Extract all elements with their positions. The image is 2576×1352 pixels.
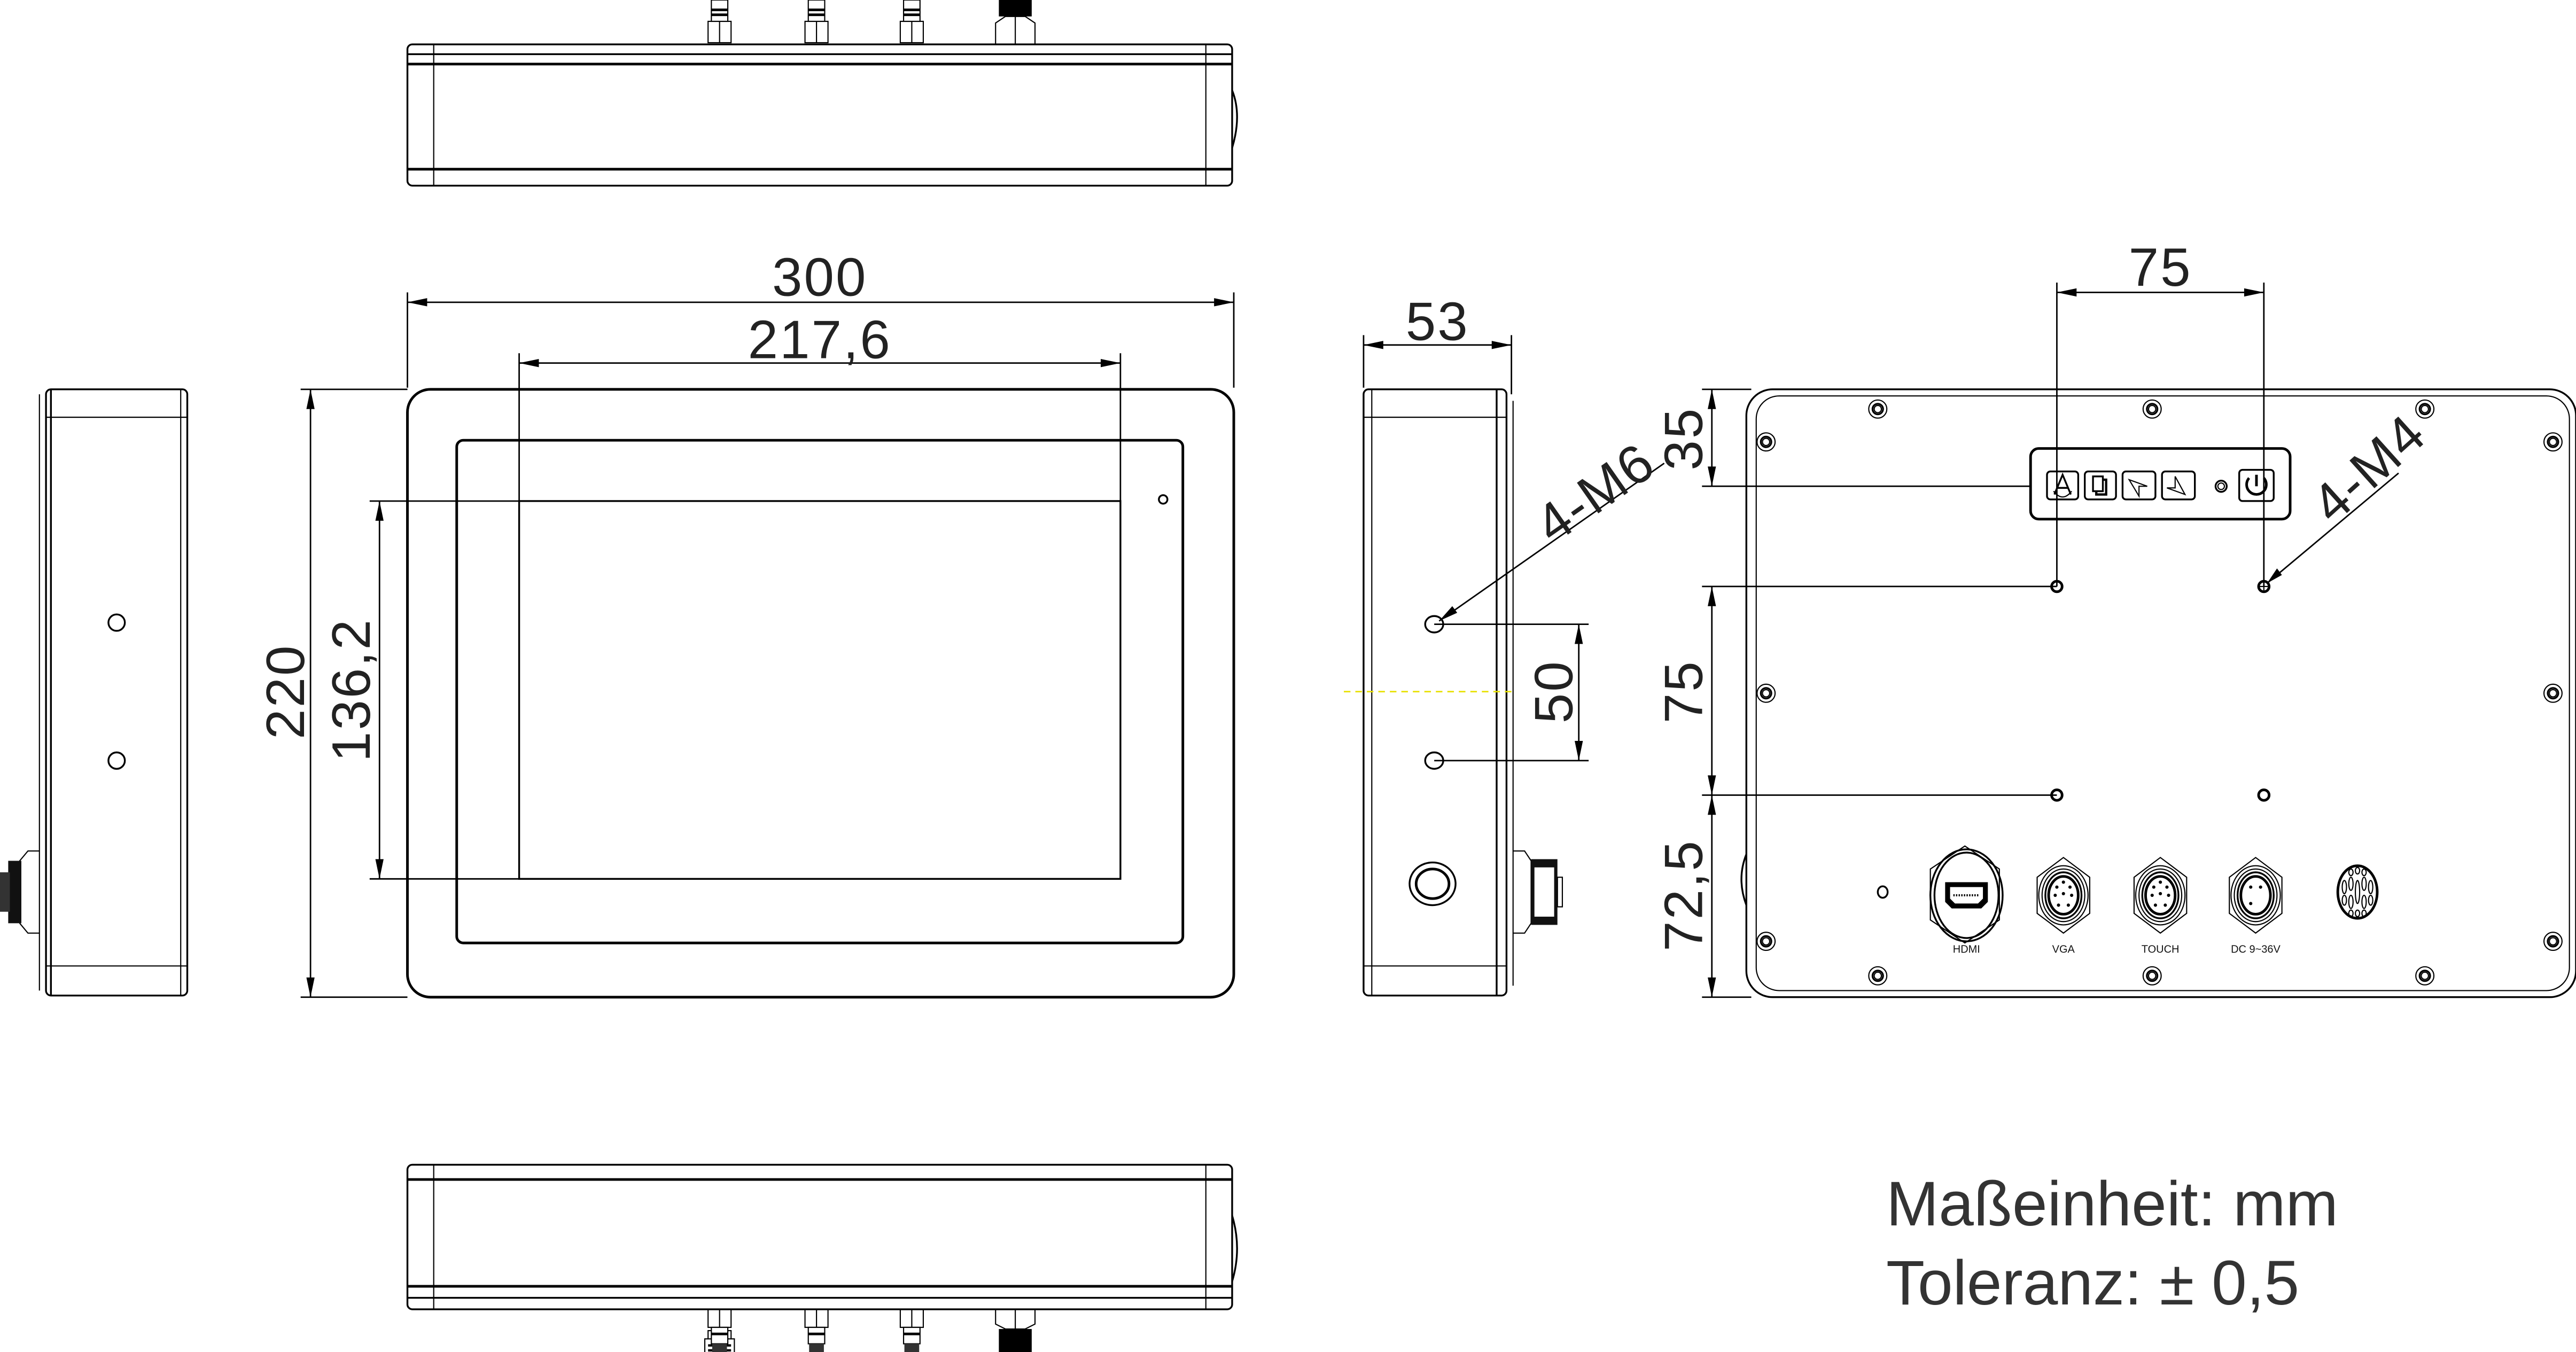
right-side-view <box>1344 388 1563 997</box>
dim-217-6: 217,6 <box>748 309 892 370</box>
osd-left-button[interactable] <box>2121 470 2157 501</box>
dim-50: 50 <box>1523 660 1584 723</box>
dimension-bottom-offset: 72,5 <box>1653 795 1752 998</box>
callout-4-m6: 4-M6 <box>1438 431 1666 622</box>
menu-icon <box>2092 475 2104 493</box>
dimension-overall-height: 220 <box>255 388 408 998</box>
label-4-m6: 4-M6 <box>1524 431 1666 555</box>
callout-4-m4: 4-M4 <box>2267 402 2438 584</box>
vga-connector <box>2036 856 2090 934</box>
vesa-hole <box>2257 788 2271 802</box>
legend: Maßeinheit: mm Toleranz: ± 0,5 <box>1886 1165 2338 1323</box>
label-vga: VGA <box>2052 944 2075 956</box>
touch-connector <box>2133 856 2188 934</box>
rear-view <box>1740 388 2576 998</box>
left-side-view <box>0 388 189 997</box>
dimension-side-hole-spacing: 50 <box>1434 623 1589 762</box>
dim-35: 35 <box>1653 407 1714 471</box>
osd-menu-button[interactable] <box>2083 470 2117 501</box>
osd-right-button[interactable] <box>2161 470 2196 501</box>
dimension-vesa-horizontal: 75 <box>2056 237 2265 587</box>
label-touch: TOUCH <box>2142 944 2180 956</box>
label-hdmi: HDMI <box>1953 944 1980 956</box>
unit-note: Maßeinheit: mm <box>1886 1169 2338 1239</box>
dimension-display-width: 217,6 <box>518 309 1122 501</box>
power-led <box>2214 480 2228 493</box>
dimension-display-height: 136,2 <box>321 500 519 880</box>
dimension-overall-width: 300 <box>407 247 1235 388</box>
dim-53: 53 <box>1406 291 1469 352</box>
dc-power-connector <box>2229 856 2283 934</box>
dim-75-vertical: 75 <box>1653 660 1714 723</box>
label-dc: DC 9~36V <box>2231 944 2281 956</box>
power-icon <box>2245 477 2268 496</box>
dimension-vesa-vertical: 75 <box>1653 585 2057 796</box>
dim-300: 300 <box>772 247 868 308</box>
vent-grille <box>2336 864 2379 920</box>
dim-136-2: 136,2 <box>321 618 382 762</box>
bottom-view <box>406 1163 1238 1352</box>
osd-power-button[interactable] <box>2238 468 2275 502</box>
osd-panel <box>2029 447 2292 521</box>
front-view <box>406 388 1235 999</box>
dimension-top-offset: 35 <box>1653 388 2031 487</box>
dim-75-horizontal: 75 <box>2129 237 2192 298</box>
dimension-depth: 53 <box>1363 291 1513 395</box>
osd-auto-button[interactable] <box>2046 470 2080 501</box>
dim-72-5: 72,5 <box>1653 839 1714 951</box>
top-view <box>406 0 1238 187</box>
label-4-m4: 4-M4 <box>2300 402 2437 535</box>
dim-220: 220 <box>255 644 316 739</box>
arrow-right-icon <box>2167 476 2186 496</box>
hdmi-connector <box>1929 845 2004 944</box>
tolerance-note: Toleranz: ± 0,5 <box>1886 1248 2300 1318</box>
arrow-left-icon <box>2128 478 2147 498</box>
